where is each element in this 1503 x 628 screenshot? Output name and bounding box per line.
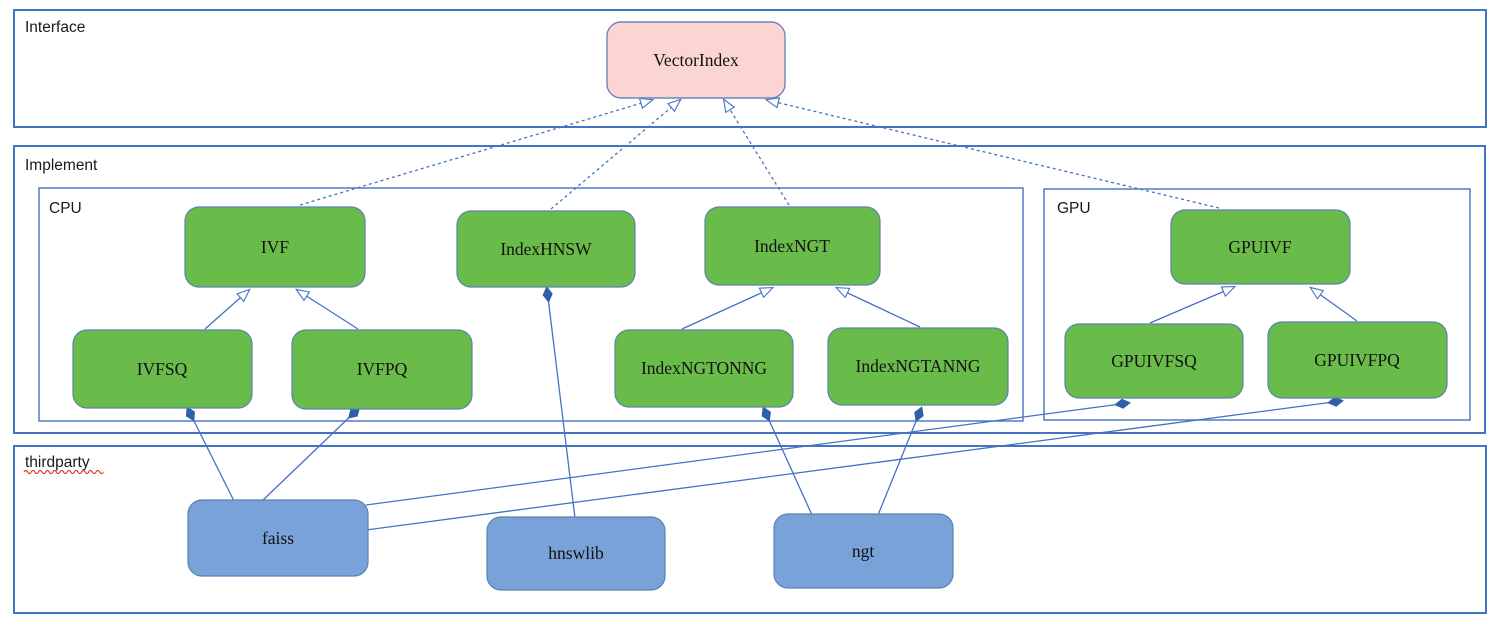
node-indexngtanng: IndexNGTANNG [827, 327, 1009, 406]
node-gpuivf-label: GPUIVF [1228, 237, 1291, 257]
node-indexngtanng-label: IndexNGTANNG [856, 356, 981, 376]
edge-gpuivfpq-gpuivf [1308, 286, 1358, 322]
edge-indexngtanng-indexngt [834, 286, 921, 328]
edge-gpuivfsq-gpuivf [1149, 286, 1237, 324]
node-ngt: ngt [773, 513, 954, 589]
node-vectorindex: VectorIndex [606, 21, 786, 99]
node-indexhnsw: IndexHNSW [456, 210, 636, 288]
node-gpuivfpq: GPUIVFPQ [1267, 321, 1448, 399]
node-hnswlib-label: hnswlib [548, 543, 604, 563]
node-indexhnsw-label: IndexHNSW [500, 239, 592, 259]
node-gpuivfpq-label: GPUIVFPQ [1314, 350, 1400, 370]
container-gpu-label: GPU [1057, 200, 1091, 217]
edge-faiss-ivfpq [261, 406, 361, 502]
node-hnswlib: hnswlib [486, 516, 666, 591]
node-indexngt-label: IndexNGT [754, 236, 830, 256]
node-ivfsq: IVFSQ [72, 329, 253, 409]
node-faiss-label: faiss [262, 528, 294, 548]
node-ivfpq: IVFPQ [291, 329, 473, 410]
container-thirdparty-label: thirdparty [25, 454, 90, 471]
edge-ivfsq-ivf [204, 288, 251, 330]
node-indexngtonng-label: IndexNGTONNG [641, 358, 767, 378]
node-faiss: faiss [187, 499, 369, 577]
node-ivfsq-label: IVFSQ [137, 359, 188, 379]
node-ivf-label: IVF [261, 237, 289, 257]
edge-ngt-indexngtanng [877, 406, 924, 516]
node-indexngt: IndexNGT [704, 206, 881, 286]
node-ngt-label: ngt [852, 541, 875, 561]
container-cpu-label: CPU [49, 200, 82, 217]
node-ivf: IVF [184, 206, 366, 288]
edge-faiss-ivfsq [185, 406, 235, 502]
edge-ngt-indexngtonng [761, 406, 813, 516]
node-gpuivf: GPUIVF [1170, 209, 1351, 285]
node-gpuivfsq-label: GPUIVFSQ [1111, 351, 1197, 371]
edge-indexhnsw-vectorindex [550, 98, 682, 210]
node-indexngtonng: IndexNGTONNG [614, 329, 794, 408]
edge-indexngtonng-indexngt [681, 286, 775, 330]
edge-faiss-gpuivfsq [365, 398, 1131, 506]
node-gpuivfsq: GPUIVFSQ [1064, 323, 1244, 399]
container-implement-label: Implement [25, 157, 98, 174]
edge-hnswlib-indexhnsw [542, 286, 576, 519]
spellcheck-squiggle [23, 469, 104, 475]
edge-indexngt-vectorindex [722, 97, 790, 206]
edge-faiss-gpuivfpq [365, 396, 1344, 531]
node-vectorindex-label: VectorIndex [653, 50, 739, 70]
edge-ivf-vectorindex [299, 97, 655, 206]
container-interface-label: Interface [25, 19, 85, 36]
edge-ivfpq-ivf [294, 288, 359, 330]
node-ivfpq-label: IVFPQ [357, 359, 408, 379]
